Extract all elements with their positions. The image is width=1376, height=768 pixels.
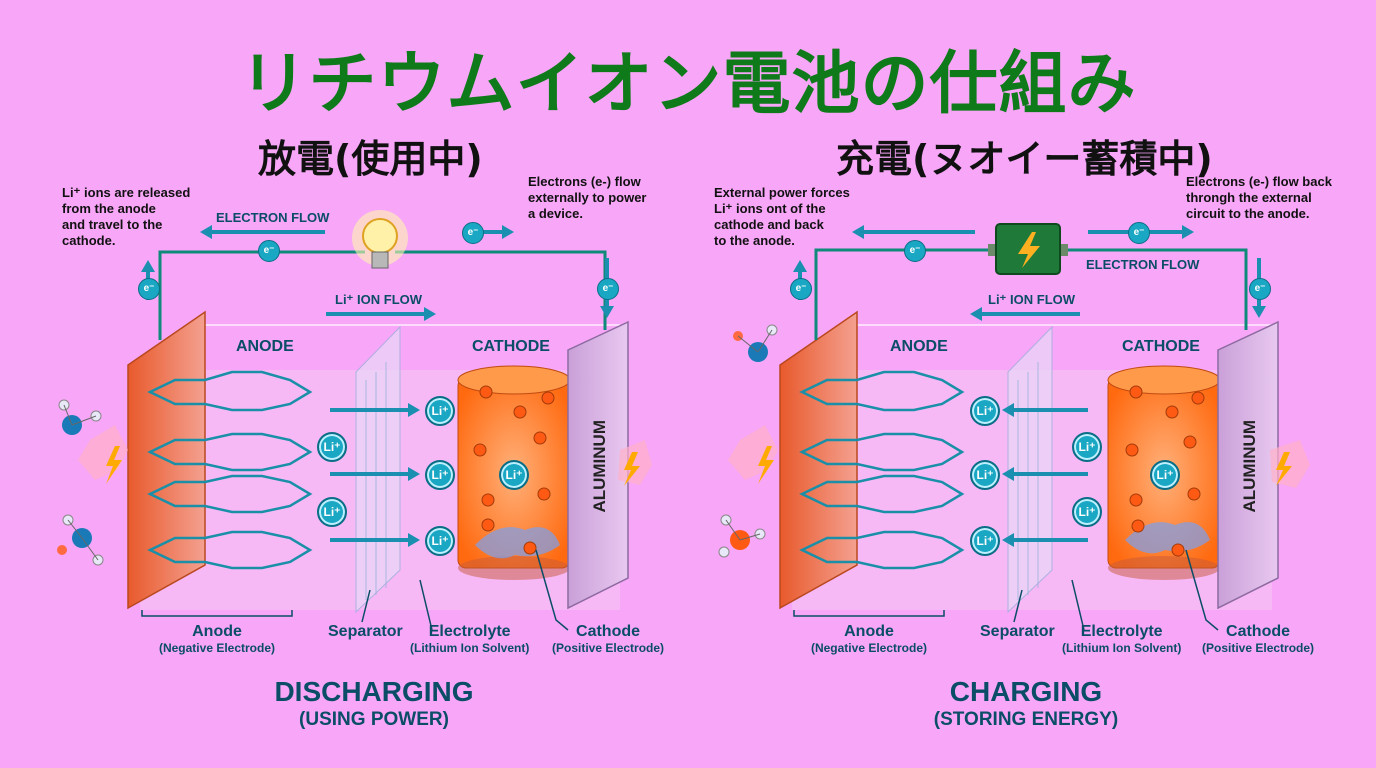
electron-particle: e⁻ bbox=[1249, 278, 1271, 300]
cathode-caption: Cathode (Positive Electrode) bbox=[1202, 623, 1315, 655]
aluminum-plate bbox=[1217, 320, 1279, 610]
external-wire bbox=[814, 248, 995, 340]
charging-mode: CHARGING (STORING ENERGY) bbox=[933, 676, 1119, 730]
discharging-heading: 放電(使用中) bbox=[258, 137, 483, 181]
lithium-ion: Li⁺ bbox=[1150, 460, 1180, 490]
lithium-ion: Li⁺ bbox=[425, 460, 455, 490]
electrolyte-caption: Electrolyte (Lithium Ion Solvent) bbox=[410, 623, 530, 655]
electron-particle: e⁻ bbox=[462, 222, 484, 244]
anode-caption: Anode (Negative Electrode) bbox=[158, 623, 276, 655]
water-molecule-icon bbox=[57, 399, 104, 566]
ion-flow-arrows bbox=[326, 307, 436, 547]
electron-particle: e⁻ bbox=[790, 278, 812, 300]
battery-charger-icon bbox=[988, 223, 1068, 275]
ion-flow-label: Li⁺ ION FLOW bbox=[335, 292, 423, 307]
cathode-label: CATHODE bbox=[472, 338, 550, 355]
separator bbox=[1007, 325, 1053, 614]
charging-note-ions: External power forces Li⁺ ions ont of th… bbox=[714, 185, 850, 248]
electron-flow-label: ELECTRON FLOW bbox=[1086, 257, 1200, 272]
electron-particle: e⁻ bbox=[138, 278, 160, 300]
discharging-note-ions: Li⁺ ions are released from the anode and… bbox=[62, 185, 191, 248]
separator-caption: Separator bbox=[328, 623, 403, 640]
electron-particle: e⁻ bbox=[904, 240, 926, 262]
water-molecule-icon bbox=[718, 324, 778, 558]
electron-particle: e⁻ bbox=[258, 240, 280, 262]
separator-caption: Separator bbox=[980, 623, 1055, 640]
aluminum-label: ALUMINUM bbox=[1240, 420, 1259, 513]
lithium-ion: Li⁺ bbox=[317, 432, 347, 462]
graphite-layers bbox=[799, 370, 965, 570]
charging-heading: 充電(ヌオイー蓄積中) bbox=[836, 137, 1213, 181]
anode-label: ANODE bbox=[890, 338, 948, 355]
electron-particle: e⁻ bbox=[1128, 222, 1150, 244]
lithium-ion: Li⁺ bbox=[499, 460, 529, 490]
lithium-ion: Li⁺ bbox=[1072, 432, 1102, 462]
light-bulb-icon bbox=[352, 210, 408, 269]
electrolyte-caption: Electrolyte (Lithium Ion Solvent) bbox=[1062, 623, 1182, 655]
lithium-ion: Li⁺ bbox=[970, 526, 1000, 556]
lithium-ion: Li⁺ bbox=[425, 396, 455, 426]
lithium-ion: Li⁺ bbox=[970, 396, 1000, 426]
lightning-icon bbox=[78, 425, 652, 486]
charging-note-electrons: Electrons (e-) flow back throngh the ext… bbox=[1186, 174, 1332, 221]
ion-flow-label: Li⁺ ION FLOW bbox=[988, 292, 1076, 307]
lithium-ion: Li⁺ bbox=[425, 526, 455, 556]
external-wire bbox=[158, 250, 365, 340]
page-title: リチウムイオン電池の仕組み bbox=[239, 45, 1137, 124]
electron-flow-label: ELECTRON FLOW bbox=[216, 210, 330, 225]
anode-label: ANODE bbox=[236, 338, 294, 355]
lightning-icon bbox=[728, 425, 1310, 488]
lithium-ion: Li⁺ bbox=[317, 497, 347, 527]
lithium-ion: Li⁺ bbox=[1072, 497, 1102, 527]
cathode-label: CATHODE bbox=[1122, 338, 1200, 355]
anode-caption: Anode (Negative Electrode) bbox=[810, 623, 928, 655]
aluminum-plate bbox=[567, 320, 629, 610]
cathode-caption: Cathode (Positive Electrode) bbox=[552, 623, 665, 655]
discharging-note-electrons: Electrons (e-) flow externally to power … bbox=[528, 174, 647, 221]
lithium-ion: Li⁺ bbox=[970, 460, 1000, 490]
discharging-mode: DISCHARGING (USING POWER) bbox=[274, 676, 474, 730]
electron-particle: e⁻ bbox=[597, 278, 619, 300]
ion-flow-arrows bbox=[970, 307, 1088, 547]
graphite-layers bbox=[147, 370, 313, 570]
